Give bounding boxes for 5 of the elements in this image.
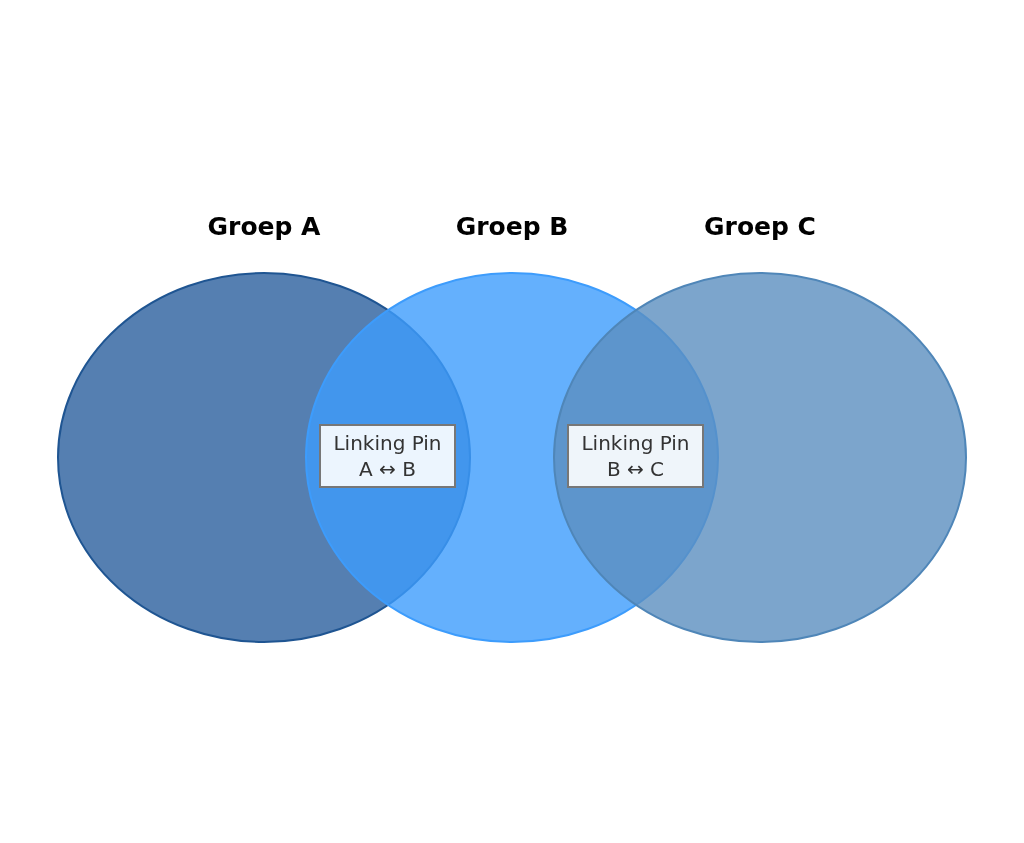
group-heading: Groep B [455, 212, 569, 241]
group-heading: Groep C [704, 212, 816, 241]
group-heading: Groep A [207, 212, 321, 241]
linking-pin-box: Linking Pin B ↔ C [567, 424, 704, 488]
linking-pin-box: Linking Pin A ↔ B [319, 424, 456, 488]
